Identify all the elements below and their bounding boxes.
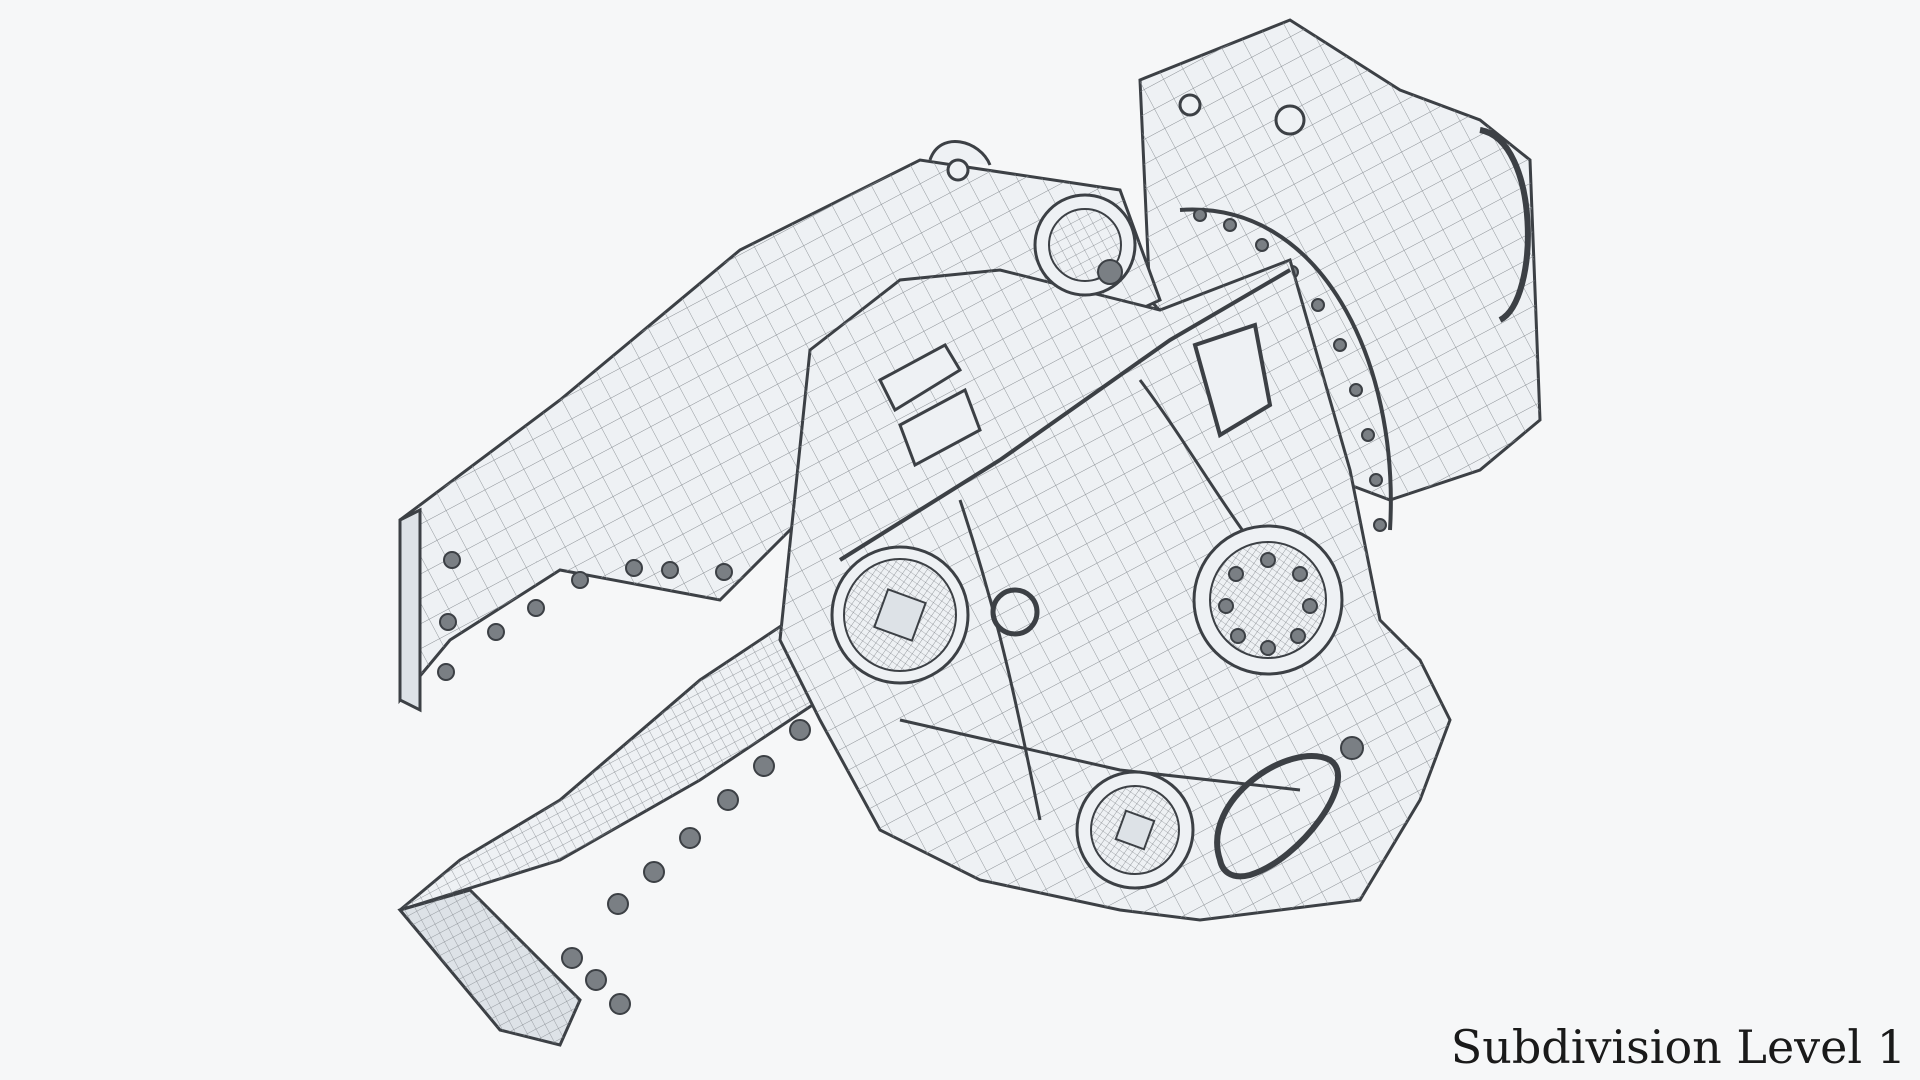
lower-jaw-bolts [561,719,811,1015]
pivot-hub-left [830,545,970,685]
pivot-hub-top [1033,193,1137,297]
pivot-hub-right [1192,524,1344,676]
pivot-hub-bottom [1075,770,1195,890]
housing-port [990,587,1040,637]
lower-jaw [397,598,862,1047]
link-detail [1214,736,1364,880]
upper-jaw-bolts [437,551,733,681]
subdivision-level-label: Subdivision Level 1 [1450,1020,1906,1074]
housing-slots [878,322,1273,468]
